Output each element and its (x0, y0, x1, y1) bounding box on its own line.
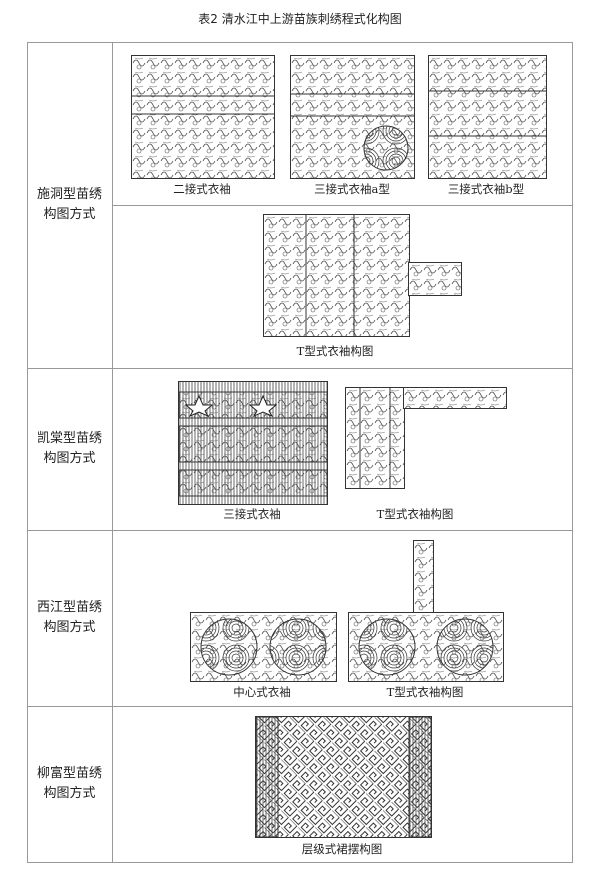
row-divider (27, 706, 573, 707)
caption: 层级式裙摆构图 (301, 842, 383, 856)
embroidery-image-kaitang-t-sleeve (345, 387, 405, 489)
column-divider (112, 42, 113, 862)
row-divider (27, 368, 573, 369)
table-border-left (27, 42, 28, 862)
embroidery-image-two-part-sleeve (131, 55, 275, 179)
row-label-xijiang: 西江型苗绣构图方式 (36, 600, 102, 635)
table-border-right (572, 42, 573, 862)
caption: T型式衣袖构图 (376, 507, 454, 521)
embroidery-image-layered-skirt (255, 716, 432, 838)
caption: T型式衣袖构图 (386, 685, 464, 699)
embroidery-image-t-sleeve (263, 214, 410, 337)
caption: 二接式衣袖 (173, 182, 231, 196)
table-border-top (27, 42, 573, 43)
caption: 中心式衣袖 (233, 685, 291, 699)
caption: 三接式衣袖a型 (314, 182, 390, 196)
row-divider (112, 205, 572, 206)
table-title: 表2 清水江中上游苗族刺绣程式化构图 (198, 12, 402, 26)
embroidery-image-kaitang-three-part (178, 381, 328, 505)
table-border-bottom (27, 862, 573, 863)
row-label-liufu: 柳富型苗绣构图方式 (36, 766, 102, 801)
embroidery-image-xijiang-t-sleeve (348, 612, 504, 682)
embroidery-image-xijiang-center (190, 612, 337, 682)
row-label-kaitang: 凯棠型苗绣构图方式 (36, 431, 102, 466)
row-label-shidong: 施洞型苗绣构图方式 (36, 187, 102, 222)
embroidery-image-t-sleeve-arm (408, 262, 462, 296)
row-divider (27, 530, 573, 531)
caption: 三接式衣袖b型 (447, 182, 525, 196)
caption: T型式衣袖构图 (296, 344, 374, 358)
embroidery-image-three-part-sleeve-b (428, 55, 547, 179)
embroidery-image-kaitang-t-sleeve-arm (403, 387, 507, 409)
caption: 三接式衣袖 (223, 507, 281, 521)
embroidery-image-xijiang-t-strip (413, 540, 434, 614)
embroidery-image-three-part-sleeve-a (290, 55, 415, 179)
